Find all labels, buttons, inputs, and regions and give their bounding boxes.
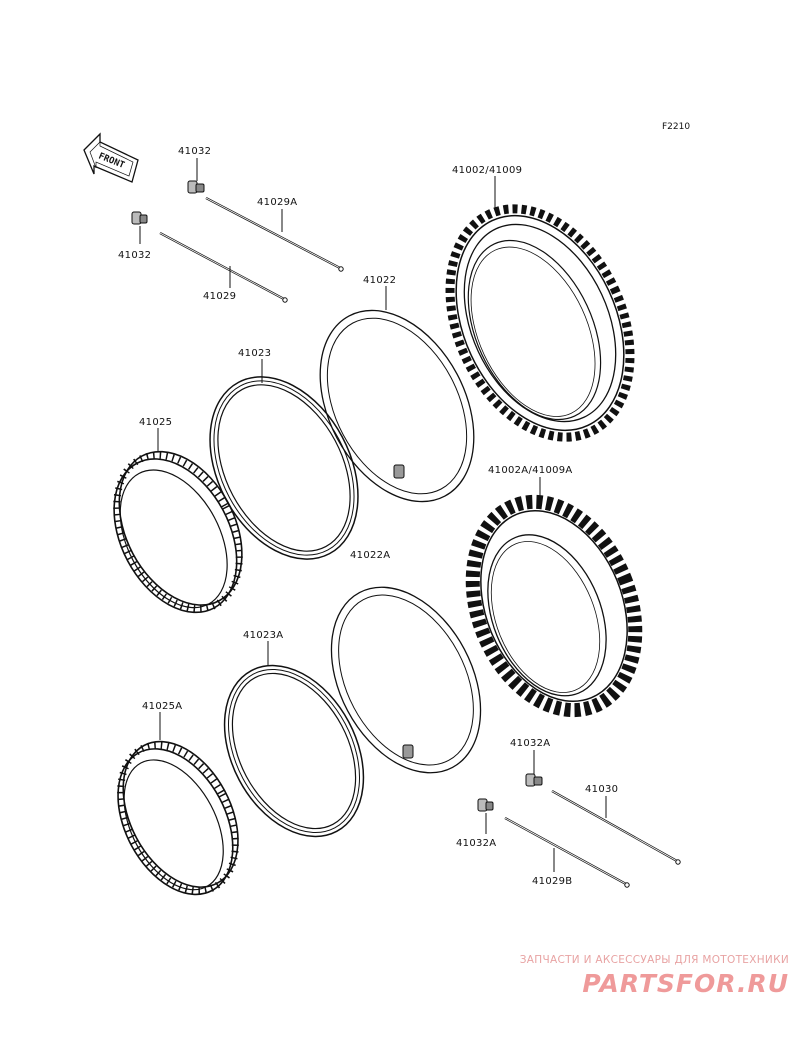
label-41023a: 41023A: [243, 630, 283, 641]
label-41030: 41030: [585, 784, 618, 795]
label-41029: 41029: [203, 291, 236, 302]
front-arrow-icon: FRONT: [83, 132, 139, 183]
label-41002-41009: 41002/41009: [452, 165, 522, 176]
label-41032-upper: 41032: [178, 146, 211, 157]
valve-cap-41032-upper: [187, 180, 205, 194]
tube-41022a: [330, 586, 482, 774]
label-41002a-41009a: 41002A/41009A: [488, 465, 573, 476]
label-41022: 41022: [363, 275, 396, 286]
label-41023: 41023: [238, 348, 271, 359]
watermark-logo: PARTSFOR.RU: [582, 969, 789, 998]
spoke-41029: [159, 232, 288, 303]
spoke-41030: [551, 790, 681, 865]
label-41025: 41025: [139, 417, 172, 428]
label-41029b: 41029B: [532, 876, 572, 887]
label-41025a: 41025A: [142, 701, 182, 712]
rim-band-41023a: [223, 664, 365, 838]
tube-41022: [319, 309, 475, 503]
tire-41002a-41009a: [465, 494, 643, 718]
label-41022a: 41022A: [350, 550, 390, 561]
valve-cap-41032a-upper: [525, 773, 543, 787]
rim-41025: [113, 450, 243, 614]
valve-stem-41022: [393, 464, 405, 479]
spoke-41029b: [504, 817, 630, 888]
tire-41002-41009: [445, 204, 635, 442]
rim-41025a: [117, 740, 239, 896]
spoke-41029a: [205, 197, 344, 272]
valve-cap-41032-left: [131, 211, 148, 225]
valve-stem-41022a: [402, 744, 414, 759]
label-41029a: 41029A: [257, 197, 297, 208]
valve-cap-41032a-lower: [477, 798, 494, 812]
label-41032-left: 41032: [118, 250, 151, 261]
label-41032a-upper: 41032A: [510, 738, 550, 749]
label-41032a-lower: 41032A: [456, 838, 496, 849]
watermark-tagline: ЗАПЧАСТИ И АКСЕССУАРЫ ДЛЯ МОТОТЕХНИКИ: [520, 954, 789, 966]
diagram-ref: F2210: [662, 122, 690, 132]
